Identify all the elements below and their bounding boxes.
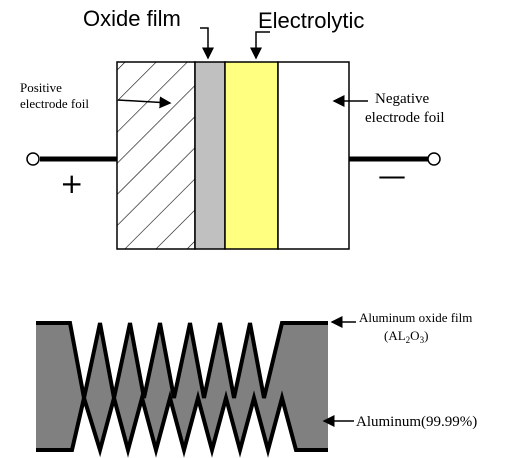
- oxide-film-layer: [194, 61, 226, 250]
- aluminum-label: Aluminum(99.99%): [356, 414, 477, 430]
- plus-sign: +: [60, 167, 83, 200]
- negative-electrode-label: Negative electrode foil: [365, 91, 445, 126]
- negative-electrode-foil: [277, 61, 350, 250]
- oxide-film-bottom-edge: [36, 390, 328, 458]
- positive-terminal-icon: [26, 152, 40, 166]
- oxide-film-pointer-arrow: [200, 27, 214, 60]
- etched-foil-cross-section: Aluminum oxide film (AL2O3) Aluminum(99.…: [36, 310, 477, 458]
- electrolytic-label: Electrolytic: [258, 8, 364, 33]
- oxide-film-top-edge: [36, 321, 328, 399]
- aluminum-oxide-formula: (AL2O3): [384, 328, 428, 345]
- positive-electrode-foil: [116, 61, 196, 250]
- aluminum-body: [36, 323, 328, 450]
- oxide-film-label: Oxide film: [83, 6, 181, 31]
- negative-terminal-icon: [427, 152, 441, 166]
- electrolytic-pointer-arrow: [250, 31, 270, 60]
- capacitor-cross-section: + — Oxide film Electrolytic Positive ele…: [20, 6, 445, 250]
- aluminum-oxide-label: Aluminum oxide film: [359, 310, 472, 325]
- minus-sign: —: [378, 159, 406, 192]
- positive-electrode-pointer-arrow: [117, 96, 172, 109]
- electrolyte-layer: [224, 61, 279, 250]
- positive-electrode-label: Positive electrode foil: [20, 80, 89, 111]
